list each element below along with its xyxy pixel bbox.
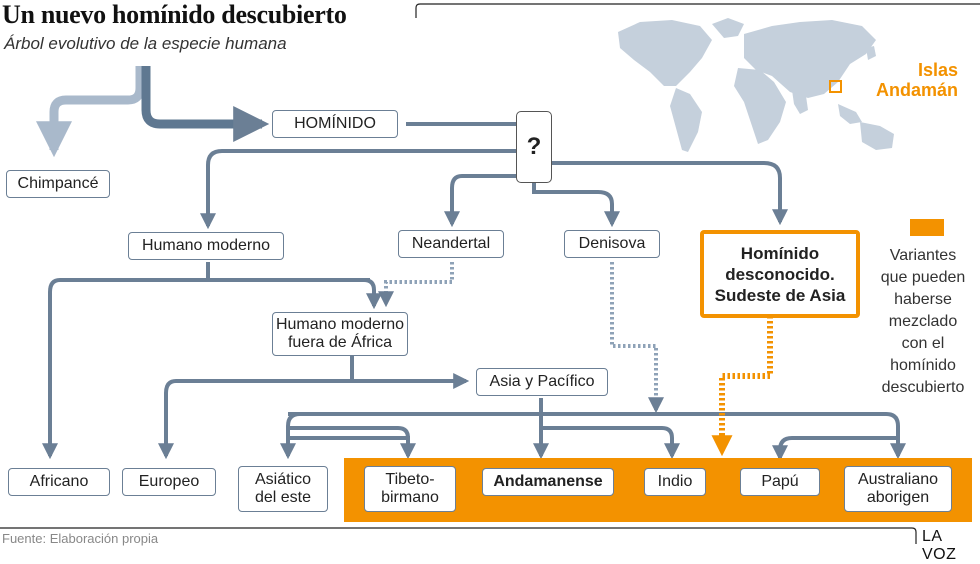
node-hominido-desconocido: Homínido desconocido. Sudeste de Asia [700, 230, 860, 318]
link-question-denisova [532, 183, 620, 228]
link-asia-papu [772, 436, 898, 462]
legend-text: Variantes que pueden haberse mezclado co… [880, 247, 966, 396]
node-hominido: HOMÍNIDO [272, 110, 398, 138]
node-denisova: Denisova [564, 230, 660, 258]
link-denisova-indio [610, 262, 664, 414]
node-chimpance: Chimpancé [6, 170, 110, 198]
link-question-neandertal [444, 174, 536, 228]
islands-label: Islas Andamán [875, 60, 958, 100]
source-note: Fuente: Elaboración propia [2, 531, 159, 546]
node-papu: Papú [740, 468, 820, 496]
brand-logo: LA VOZ [922, 528, 957, 563]
node-neandertal: Neandertal [398, 230, 504, 258]
link-humano-africano [42, 278, 370, 460]
link-question-desconocido [552, 161, 788, 226]
node-humano-fuera-africa: Humano moderno fuera de África [272, 312, 408, 356]
link-root-chimpance [36, 66, 145, 158]
link-question-humano [200, 149, 516, 230]
link-desconocido-variantes [711, 316, 773, 457]
node-humano-moderno: Humano moderno [128, 232, 284, 260]
link-root-hominido [141, 66, 270, 142]
node-australiano-aborigen: Australiano aborigen [844, 466, 952, 512]
footer-rule [0, 527, 917, 544]
node-question: ? [516, 111, 552, 183]
link-asia-bus [286, 412, 898, 456]
node-indio: Indio [644, 468, 706, 496]
page-title: Un nuevo homínido descubierto [2, 0, 347, 29]
link-fuera-europeo [158, 379, 352, 460]
link-humano-fuera [208, 278, 382, 310]
node-andamanense: Andamanense [482, 468, 614, 496]
node-asiatico-del-este: Asiático del este [238, 466, 328, 512]
node-africano: Africano [8, 468, 110, 496]
link-neandertal-fuera [378, 262, 454, 308]
node-tibeto-birmano: Tibeto- birmano [364, 466, 456, 512]
node-europeo: Europeo [122, 468, 216, 496]
world-map [618, 18, 894, 152]
link-asia-indio [541, 426, 680, 460]
page-subtitle: Árbol evolutivo de la especie humana [4, 34, 287, 53]
node-asia-pacifico: Asia y Pacífico [476, 368, 608, 396]
islands-marker [829, 80, 842, 93]
link-asia-tibeto [288, 426, 416, 460]
title-rule [415, 3, 980, 18]
legend-swatch [910, 219, 944, 236]
